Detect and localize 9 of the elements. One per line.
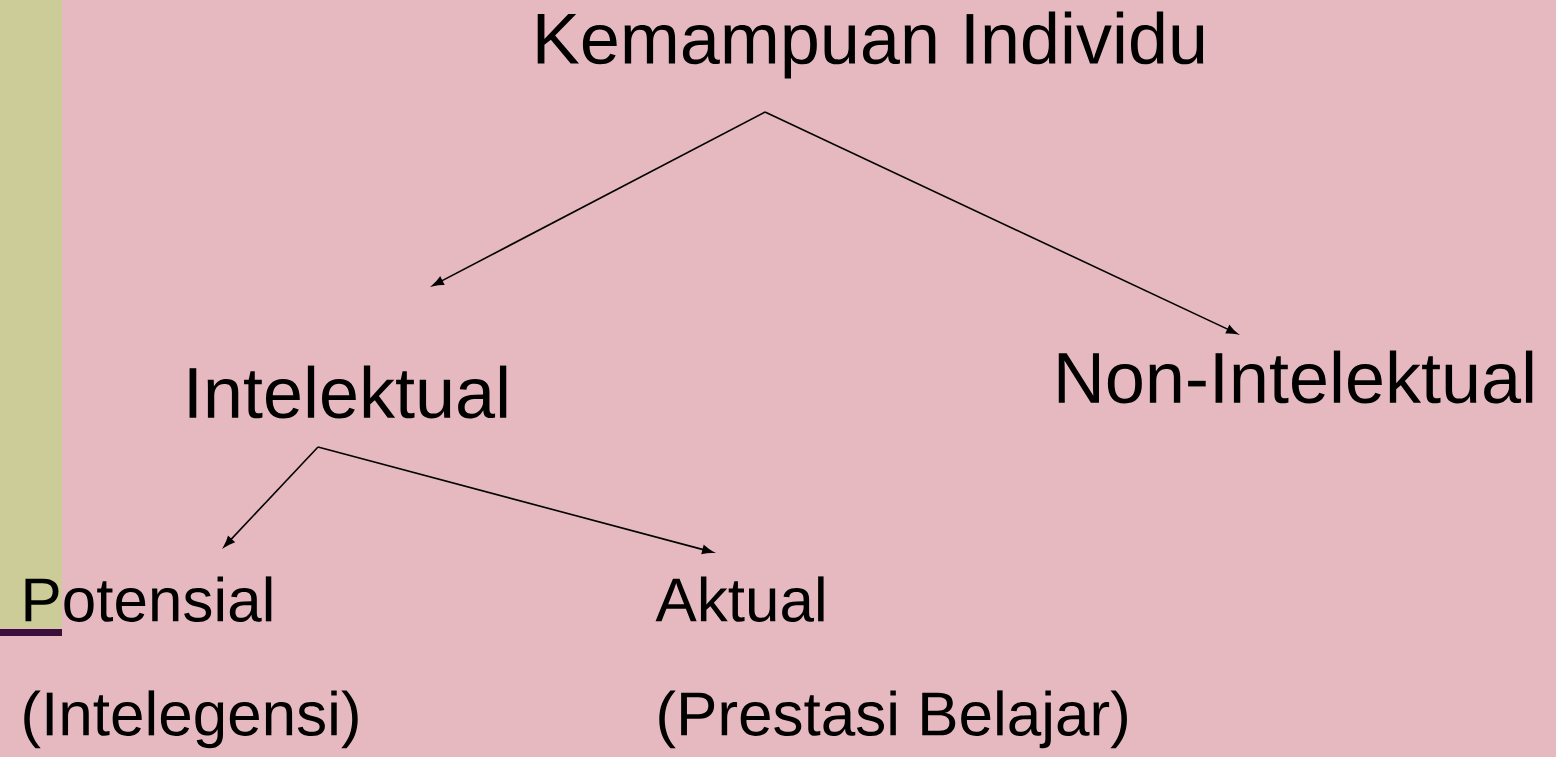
arrow: [764, 111, 1238, 335]
arrow: [317, 446, 714, 554]
arrow: [223, 446, 319, 548]
node-label: Potensial (Intelegensi): [24, 576, 358, 749]
node-label: Non-Intelektual: [1058, 350, 1533, 404]
node-label: Intelektual: [189, 365, 507, 419]
node-label: Aktual (Prestasi Belajar): [655, 576, 1127, 749]
arrow: [432, 111, 766, 287]
node-label: Kemampuan Individu: [537, 11, 1204, 79]
